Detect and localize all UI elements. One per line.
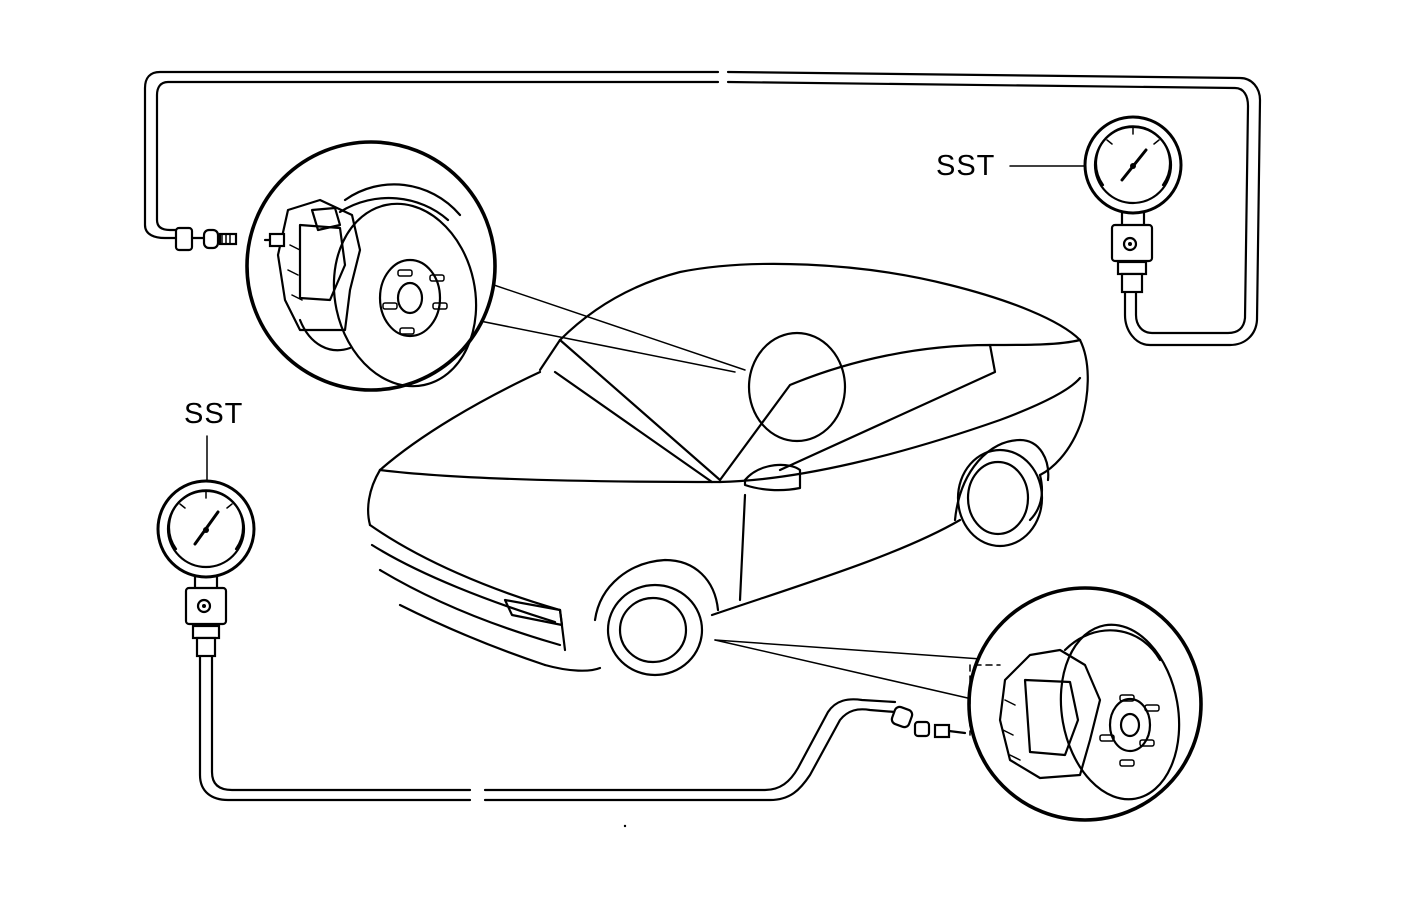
stray-dot (623, 824, 627, 828)
lower-gauge-label: SST (184, 398, 244, 430)
upper-pressure-gauge (1009, 115, 1183, 294)
callout-lines (464, 282, 996, 703)
car-outline (367, 262, 1089, 677)
upper-gauge-label: SST (936, 150, 996, 182)
upper-test-hose (143, 70, 1262, 347)
lower-pressure-gauge (156, 435, 256, 658)
lower-test-hose (198, 653, 931, 802)
lower-disc-brake-detail (933, 586, 1203, 822)
upper-disc-brake-detail (245, 140, 497, 392)
